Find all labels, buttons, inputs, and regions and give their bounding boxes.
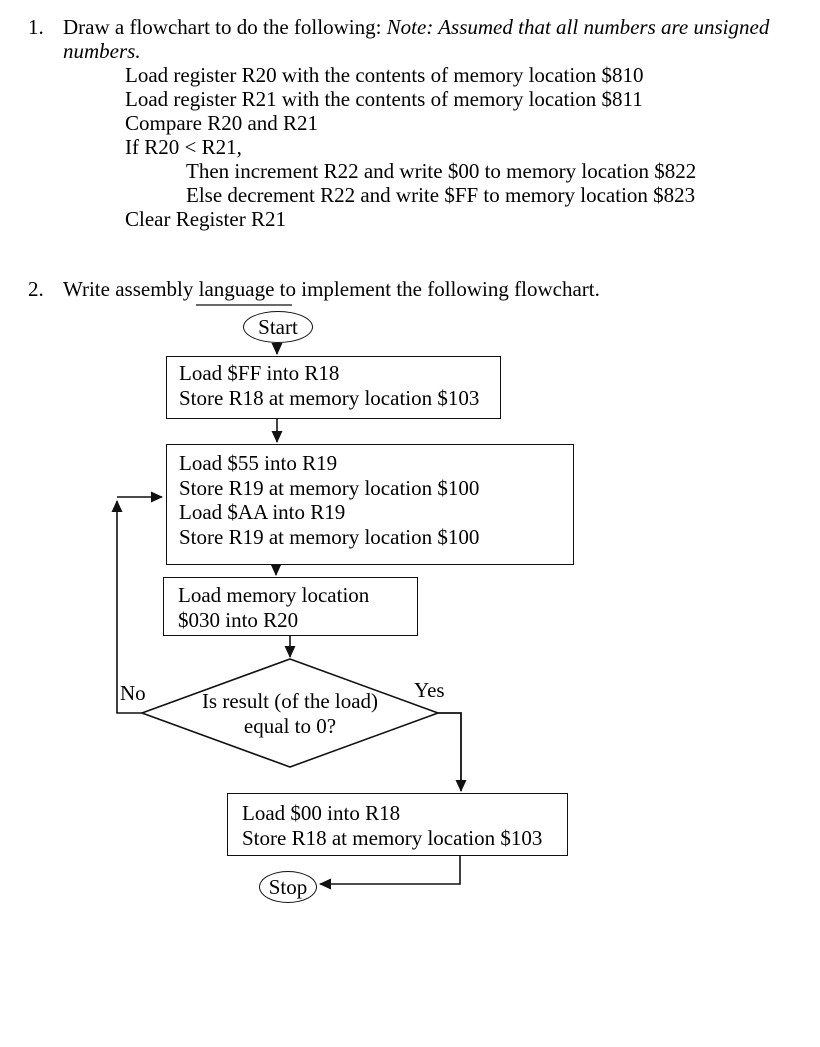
process-box-4-line: Store R18 at memory location $103 [242, 825, 543, 850]
question-1: 1. Draw a flowchart to do the following:… [28, 15, 798, 231]
process-box-2-line: Store R19 at memory location $100 [179, 524, 480, 549]
process-box-3-line: $030 into R20 [178, 607, 299, 632]
question-2-prompt: Write assembly language to implement the… [63, 277, 600, 301]
step-line: Else decrement R22 and write $FF to memo… [186, 183, 696, 207]
question-1-prompt-text: Draw a flowchart to do the following: [63, 15, 387, 39]
process-box-1: Load $FF into R18 Store R18 at memory lo… [166, 356, 501, 419]
question-2: 2. Write assembly language to implement … [28, 277, 798, 301]
stop-label: Stop [268, 874, 308, 899]
yes-branch-label: Yes [414, 678, 445, 702]
step-line: Then increment R22 and write $00 to memo… [186, 159, 697, 183]
step-line: Compare R20 and R21 [125, 111, 319, 135]
step-line: Clear Register R21 [125, 207, 286, 231]
process-box-1-line: Load $FF into R18 [179, 361, 340, 385]
question-1-number: 1. [28, 15, 44, 39]
process-box-2-line: Load $AA into R19 [179, 500, 346, 524]
question-2-number: 2. [28, 277, 44, 301]
question-2-heading: 2. Write assembly language to implement … [28, 277, 798, 301]
decision-label-line: Is result (of the load) [201, 689, 379, 713]
decision-diamond [139, 658, 441, 768]
process-box-2: Load $55 into R19 Store R19 at memory lo… [166, 444, 574, 565]
process-box-2-line: Store R19 at memory location $100 [179, 475, 480, 500]
arrow-yes-branch [438, 712, 467, 792]
question-1-steps: Load register R20 with the contents of m… [28, 63, 798, 231]
question-1-step-list: Load register R20 with the contents of m… [63, 63, 785, 231]
question-1-heading: 1. Draw a flowchart to do the following:… [28, 15, 798, 63]
process-box-2-line: Load $55 into R19 [179, 451, 338, 475]
decision-label: Is result (of the load) equal to 0? [170, 689, 410, 738]
question-1-prompt: Draw a flowchart to do the following: No… [63, 15, 785, 63]
no-branch-label: No [120, 681, 146, 705]
decision-label-line: equal to 0? [243, 713, 337, 738]
stop-node: Stop [259, 871, 317, 903]
process-box-4-line: Load $00 into R18 [242, 801, 401, 825]
step-line: Load register R21 with the contents of m… [125, 87, 643, 111]
process-box-4: Load $00 into R18 Store R18 at memory lo… [227, 793, 568, 856]
step-line: Load register R20 with the contents of m… [125, 63, 644, 87]
step-line: If R20 < R21, [125, 135, 242, 159]
arrow-no-branch-up [111, 500, 142, 714]
start-label: Start [258, 314, 298, 339]
question-1-note: Note: Assumed that all numbers are unsig… [63, 15, 770, 63]
process-box-3: Load memory location $030 into R20 [163, 577, 418, 636]
start-node: Start [243, 311, 313, 343]
process-box-1-line: Store R18 at memory location $103 [179, 385, 480, 410]
arrow-box4-to-stop [319, 856, 461, 890]
process-box-3-line: Load memory location [178, 583, 370, 607]
